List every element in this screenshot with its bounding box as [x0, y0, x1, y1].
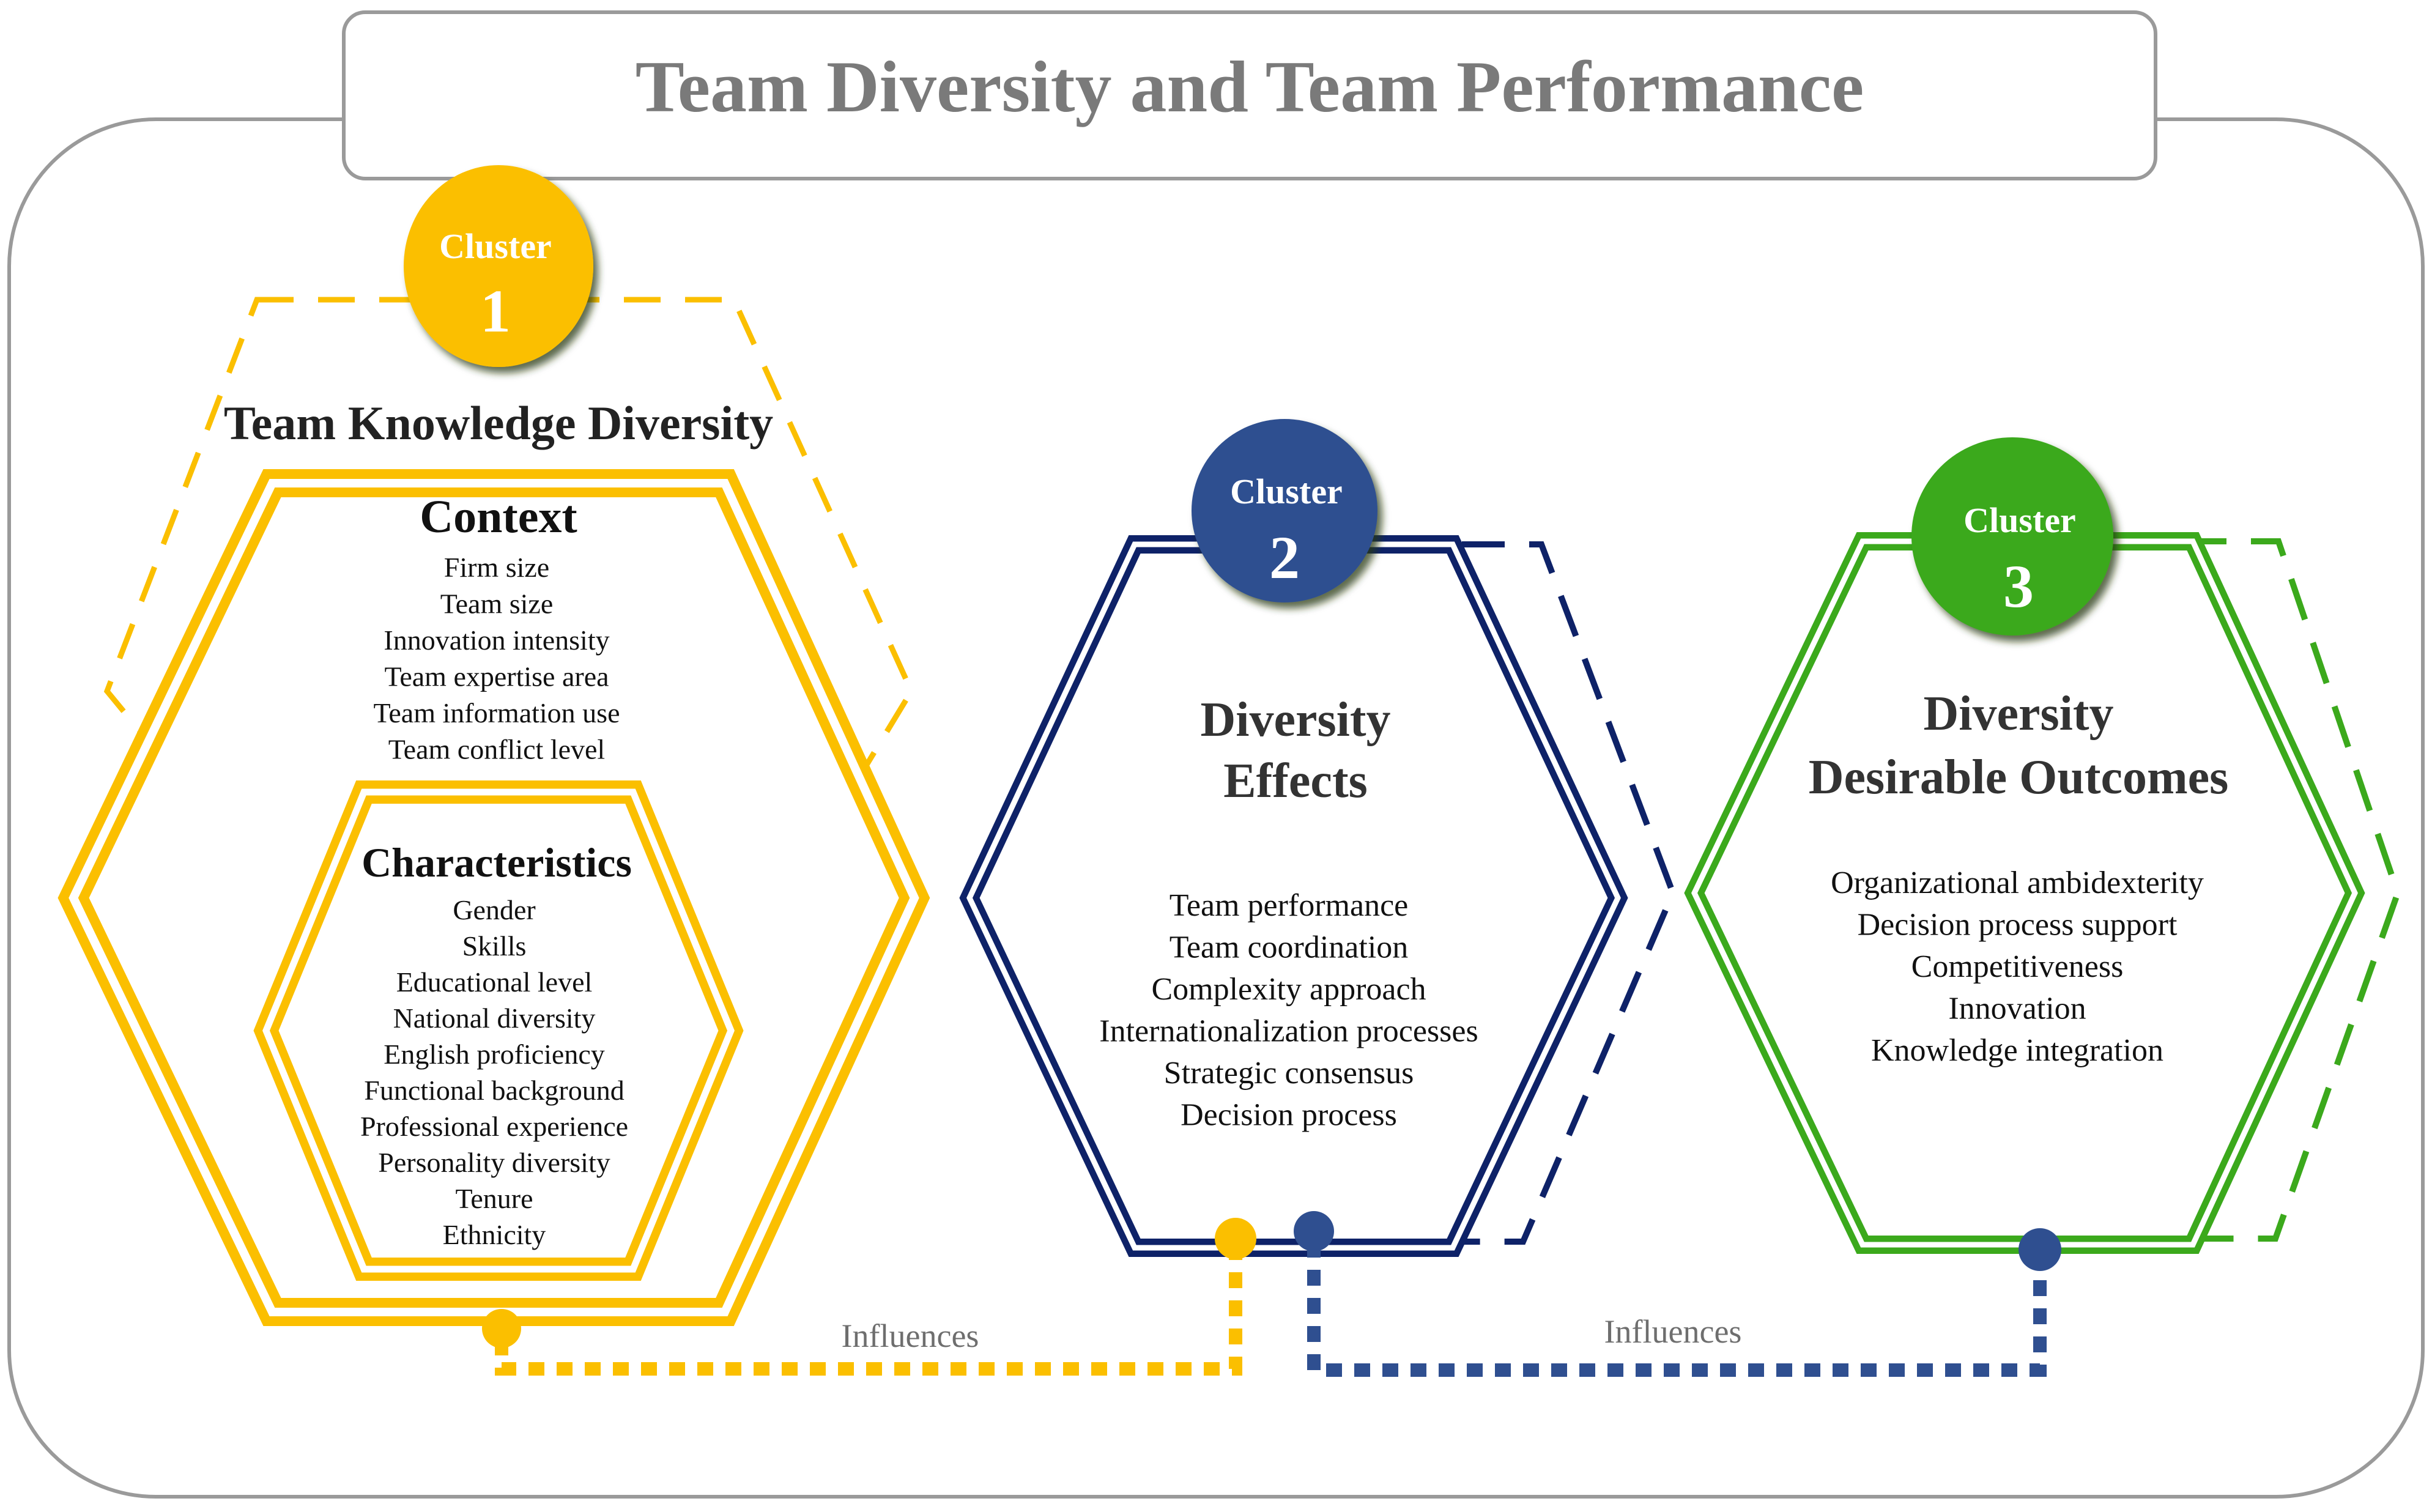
cluster2-badge: Cluster 2 [1192, 419, 1377, 602]
cluster3-hexagon-inner-line [1691, 538, 2358, 1248]
connector-2-to-3: Influences [1294, 1211, 2061, 1377]
cluster2-item: Decision process [1181, 1098, 1397, 1133]
cluster3-badge-circle [1911, 437, 2113, 636]
cluster2-hexagon-inner-line [966, 541, 1621, 1251]
characteristics-item: Ethnicity [443, 1219, 546, 1250]
context-item: Team information use [374, 697, 620, 728]
characteristics-item: Functional background [364, 1075, 624, 1106]
connector-2-to-3-line [1307, 1242, 2047, 1377]
context-item: Firm size [444, 552, 549, 583]
connector-1-to-2-line [495, 1239, 1242, 1376]
characteristics-item: Professional experience [360, 1111, 628, 1142]
influence-label-1: Influences [842, 1317, 979, 1354]
connector-2-end-dot [2019, 1228, 2061, 1271]
cluster2-badge-circle [1192, 419, 1377, 602]
characteristics-heading: Characteristics [361, 839, 632, 886]
cluster1-badge-circle [404, 165, 593, 367]
cluster3-item: Decision process support [1858, 908, 2178, 943]
cluster3-title-line1: Diversity [1923, 687, 2113, 741]
connector-1-start-dot [482, 1309, 521, 1348]
connector-2-start-dot [1294, 1211, 1334, 1251]
characteristics-item: Gender [453, 894, 535, 925]
characteristics-item: National diversity [393, 1002, 596, 1034]
cluster2-item: Team performance [1170, 888, 1408, 923]
cluster2-item: Complexity approach [1151, 972, 1426, 1007]
cluster1-outer-hexagon-inner-line [69, 479, 919, 1316]
cluster2-badge-word: Cluster [1230, 472, 1343, 511]
characteristics-item: Personality diversity [378, 1147, 610, 1178]
characteristics-item: Tenure [455, 1183, 533, 1214]
page-title: Team Diversity and Team Performance [636, 46, 1864, 127]
connector-1-end-dot [1215, 1218, 1256, 1259]
cluster3-item: Competitiveness [1911, 949, 2124, 984]
cluster2-title-line1: Diversity [1200, 693, 1390, 747]
influence-label-2: Influences [1604, 1313, 1742, 1350]
cluster2-item: Strategic consensus [1164, 1056, 1414, 1091]
cluster3-badge-word: Cluster [1963, 500, 2076, 540]
context-heading: Context [420, 491, 577, 543]
characteristics-item: Educational level [396, 966, 593, 998]
characteristics-item: Skills [462, 930, 527, 962]
cluster2-badge-number: 2 [1269, 524, 1300, 591]
context-item: Team size [440, 588, 554, 620]
characteristics-hexagon-inner-line [262, 788, 735, 1273]
cluster3-badge: Cluster 3 [1911, 437, 2113, 636]
context-item: Team expertise area [384, 661, 609, 692]
cluster1-badge: Cluster 1 [404, 165, 593, 367]
cluster3-title-line2: Desirable Outcomes [1809, 750, 2229, 804]
context-item: Innovation intensity [384, 624, 609, 656]
cluster1-badge-number: 1 [480, 277, 511, 345]
cluster3-badge-number: 3 [2003, 552, 2034, 620]
context-item: Team conflict level [388, 734, 605, 765]
cluster3-item: Knowledge integration [1871, 1033, 2163, 1068]
cluster3-item: Innovation [1948, 991, 2086, 1026]
cluster1-title: Team Knowledge Diversity [224, 396, 773, 450]
title-box [342, 10, 2157, 180]
cluster2-title-line2: Effects [1223, 754, 1367, 808]
connector-1-to-2: Influences [482, 1218, 1256, 1376]
cluster1-badge-word: Cluster [439, 226, 552, 266]
cluster2-item: Team coordination [1170, 930, 1409, 965]
cluster3-item: Organizational ambidexterity [1831, 865, 2204, 900]
cluster2-item: Internationalization processes [1099, 1014, 1478, 1049]
characteristics-item: English proficiency [384, 1039, 605, 1070]
